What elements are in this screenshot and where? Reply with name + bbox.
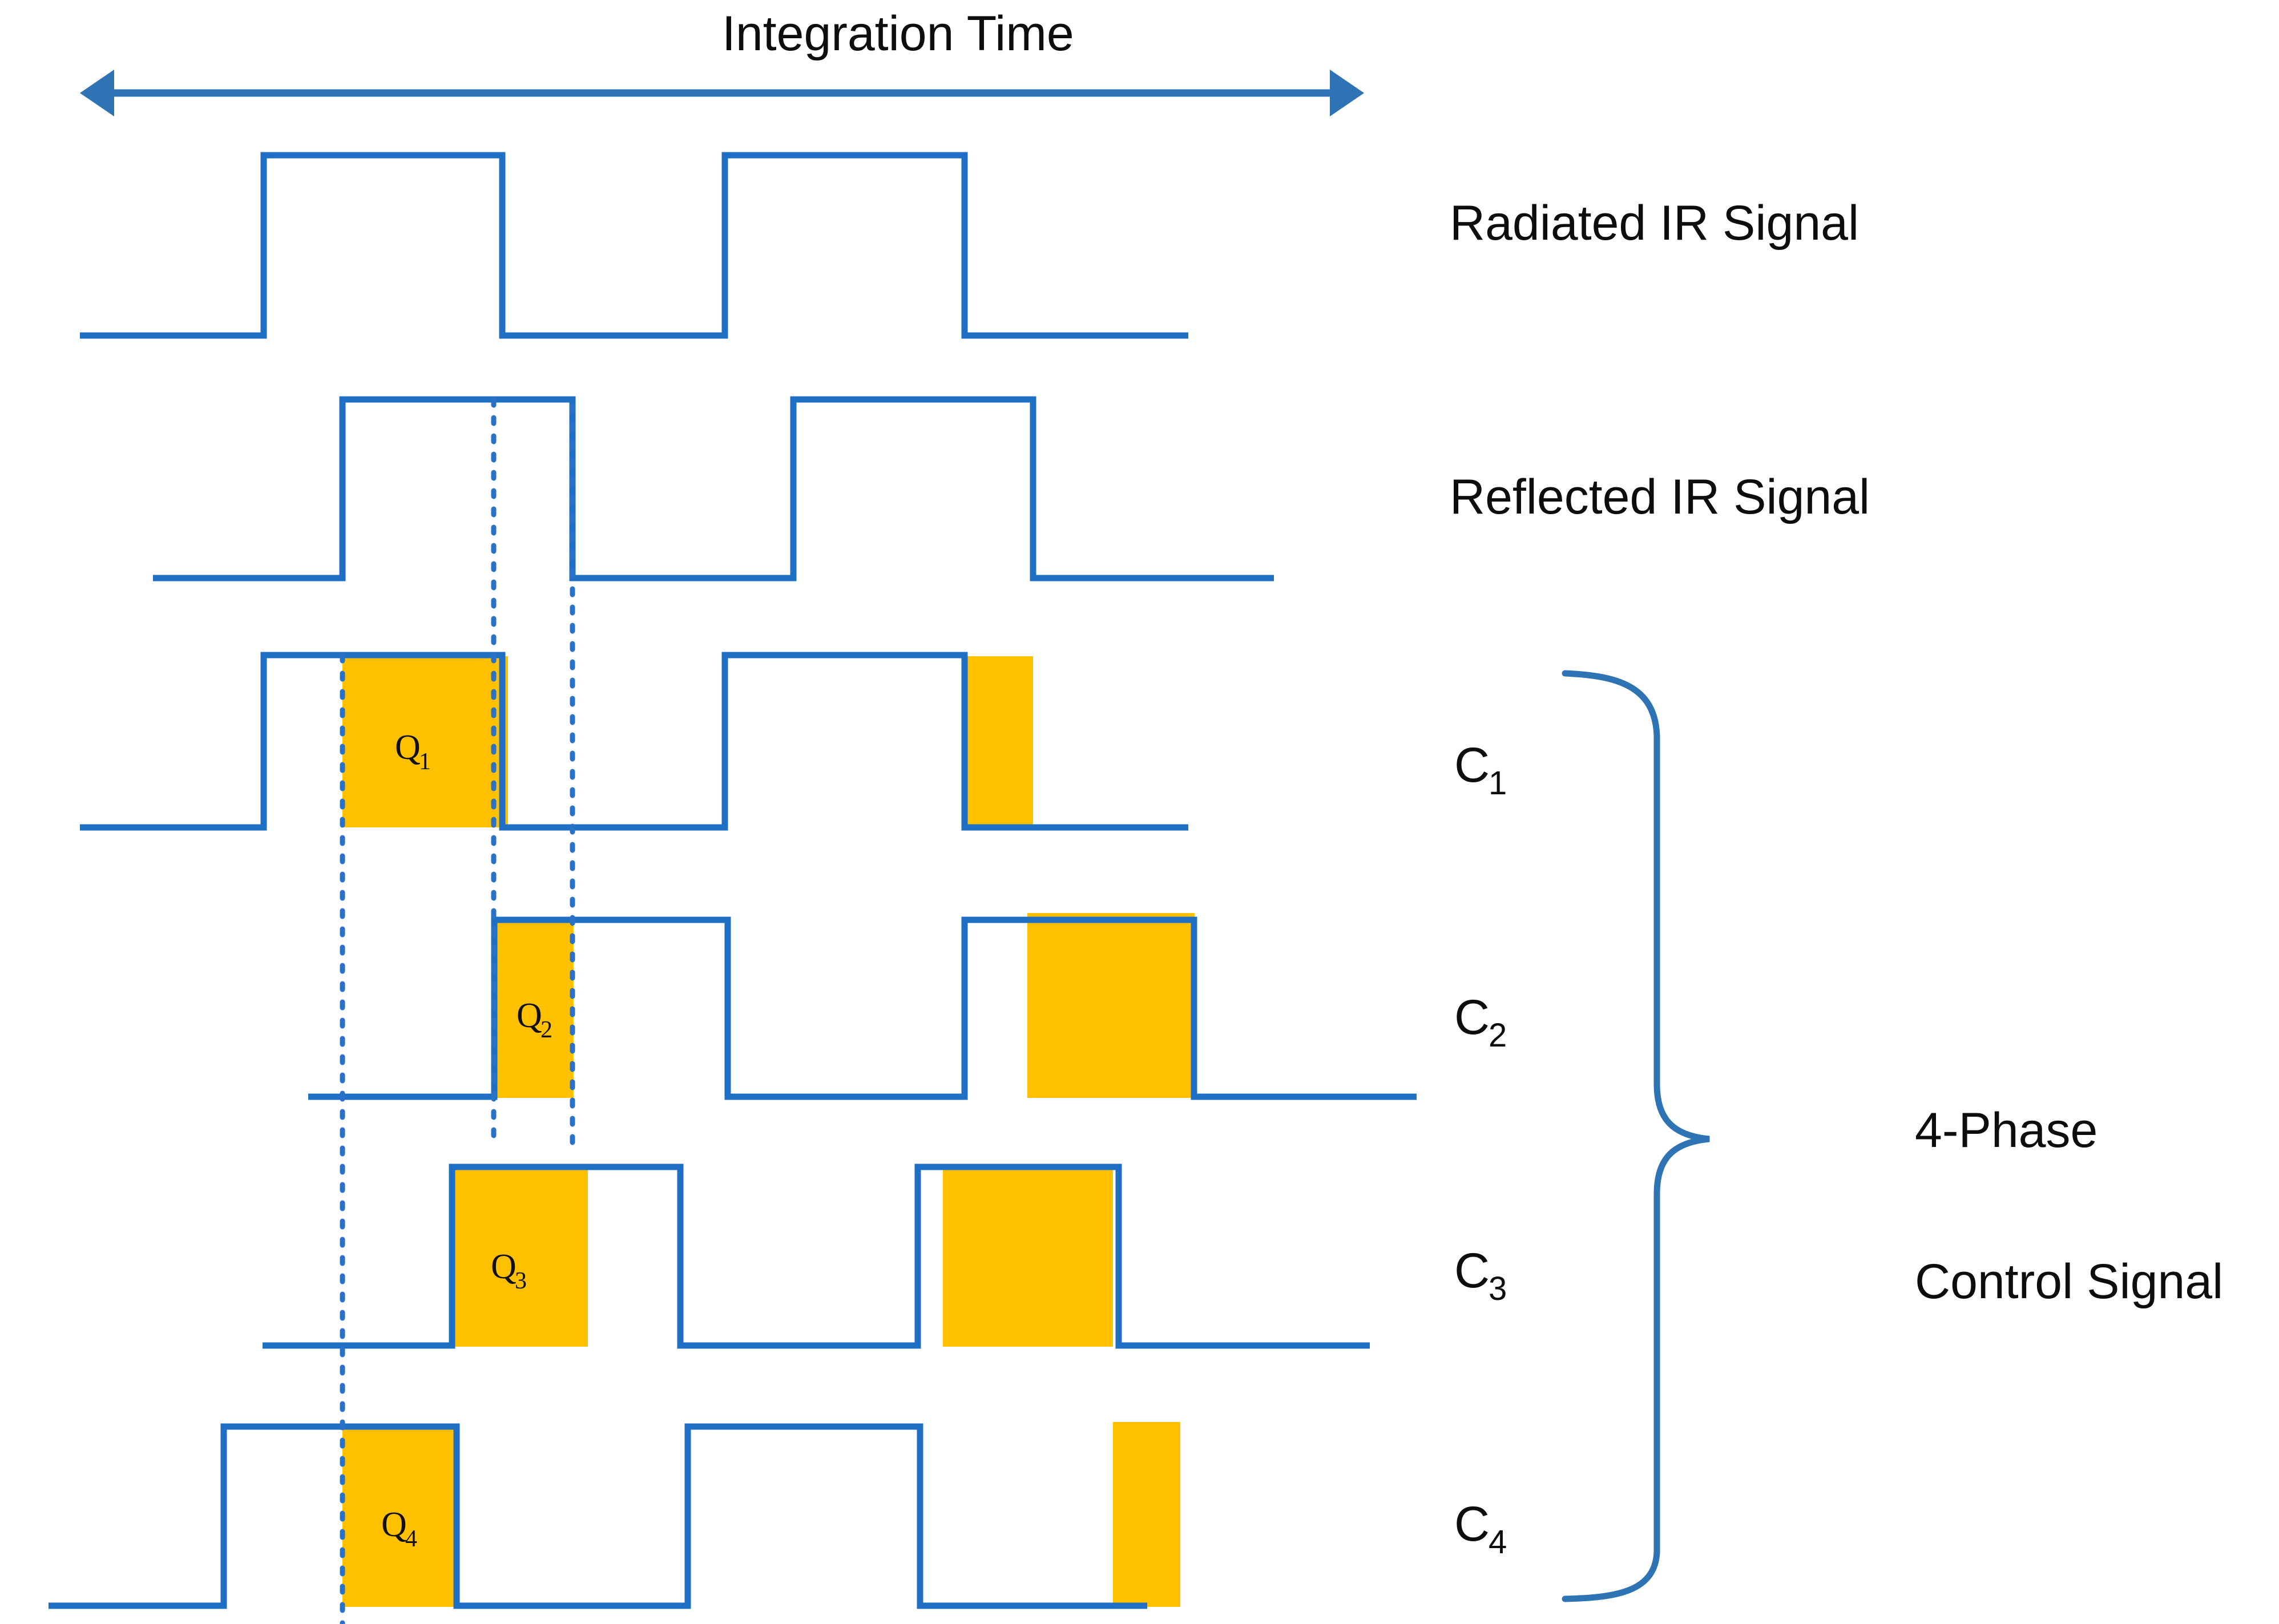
- phase-reference-lines: [340, 397, 575, 1624]
- group-annotation-line-2: Control Signal: [1915, 1254, 2223, 1309]
- waveform-c1: Q 1: [80, 652, 1188, 831]
- row-label-c4: C: [1454, 1497, 1490, 1552]
- row-label-c3: C: [1454, 1243, 1490, 1298]
- page-title: Integration Time: [722, 6, 1074, 61]
- c1-trace: [80, 652, 1188, 831]
- reflected-ir-trace: [153, 396, 1274, 581]
- charge-window-q4: [342, 1428, 457, 1607]
- charge-label-q4: Q: [381, 1505, 407, 1544]
- row-label-c4-group: C 4: [1454, 1497, 1507, 1561]
- charge-window-c1-secondary: [965, 656, 1033, 827]
- row-label-c2-group: C 2: [1454, 990, 1507, 1054]
- integration-time-axis: [80, 70, 1364, 116]
- waveform-reflected-ir: [153, 396, 1274, 581]
- charge-label-q2-subscript: 2: [540, 1017, 552, 1043]
- row-label-c1: C: [1454, 738, 1490, 793]
- charge-window-q1: [342, 656, 508, 827]
- row-label-c3-group: C 3: [1454, 1243, 1507, 1307]
- charge-window-q3: [451, 1169, 588, 1347]
- row-label-c2-subscript: 2: [1489, 1017, 1507, 1054]
- charge-label-q2: Q: [517, 996, 542, 1035]
- row-label-reflected-ir: Reflected IR Signal: [1450, 470, 1870, 524]
- row-label-c4-subscript: 4: [1489, 1524, 1507, 1561]
- brace-curve: [1562, 670, 1710, 1602]
- charge-window-q2: [494, 920, 574, 1098]
- waveform-radiated-ir: [80, 152, 1188, 339]
- row-label-c1-group: C 1: [1454, 738, 1507, 802]
- charge-label-q1-subscript: 1: [419, 749, 431, 775]
- arrow-head-right-icon: [1330, 70, 1364, 116]
- c3-trace: [263, 1164, 1370, 1349]
- row-label-c3-subscript: 3: [1489, 1270, 1507, 1307]
- charge-label-q3: Q: [491, 1247, 517, 1286]
- waveform-c4: Q 4: [49, 1422, 1180, 1609]
- arrow-head-left-icon: [80, 70, 114, 116]
- c2-trace: [308, 916, 1417, 1100]
- charge-window-c2-secondary: [1027, 913, 1195, 1098]
- charge-label-q1: Q: [395, 728, 421, 767]
- group-annotation-line-1: 4-Phase: [1915, 1103, 2098, 1158]
- radiated-ir-trace: [80, 152, 1188, 339]
- row-label-c1-subscript: 1: [1489, 765, 1507, 802]
- row-label-c2: C: [1454, 990, 1490, 1045]
- c4-trace: [49, 1423, 1147, 1609]
- charge-label-q3-subscript: 3: [515, 1268, 527, 1294]
- charge-window-c4-secondary: [1113, 1422, 1180, 1607]
- charge-window-c3-secondary: [943, 1164, 1113, 1347]
- row-label-radiated-ir: Radiated IR Signal: [1450, 196, 1859, 251]
- charge-label-q4-subscript: 4: [405, 1526, 417, 1552]
- waveform-c2: Q 2: [308, 913, 1417, 1100]
- waveform-c3: Q 3: [263, 1164, 1370, 1349]
- group-brace: [1562, 670, 1710, 1602]
